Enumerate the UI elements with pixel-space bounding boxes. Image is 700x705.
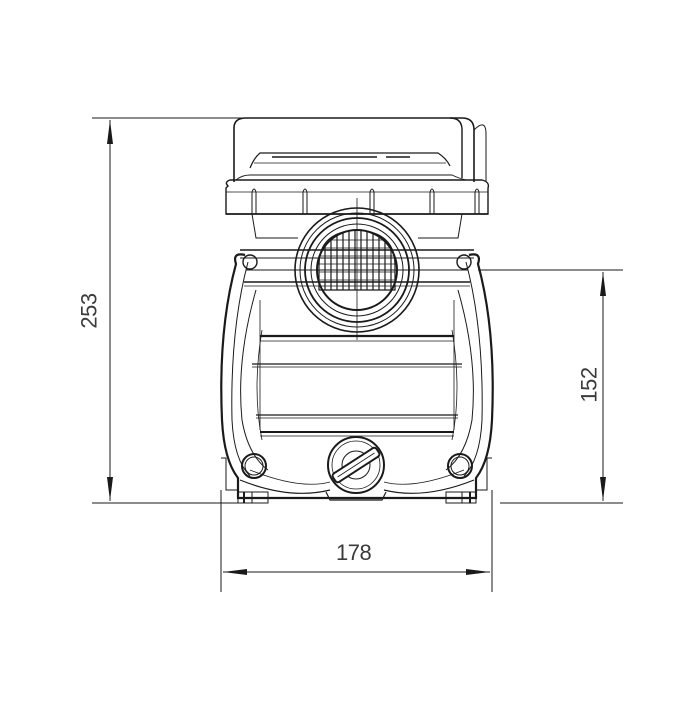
pump	[220, 117, 494, 504]
dimension-inlet-height	[478, 269, 623, 504]
overall-height-label: 253	[76, 293, 102, 329]
inlet-height-label: 152	[576, 367, 602, 403]
lid-lock-ring	[225, 179, 490, 239]
drain-plug	[325, 436, 387, 501]
base-width-label: 178	[336, 540, 372, 565]
inlet-port	[292, 198, 422, 340]
inlet-grid	[318, 229, 396, 291]
strainer-lid	[233, 117, 487, 182]
dimension-overall-height	[92, 117, 245, 504]
dimension-base-width	[220, 490, 493, 592]
mounting-feet	[221, 453, 492, 504]
